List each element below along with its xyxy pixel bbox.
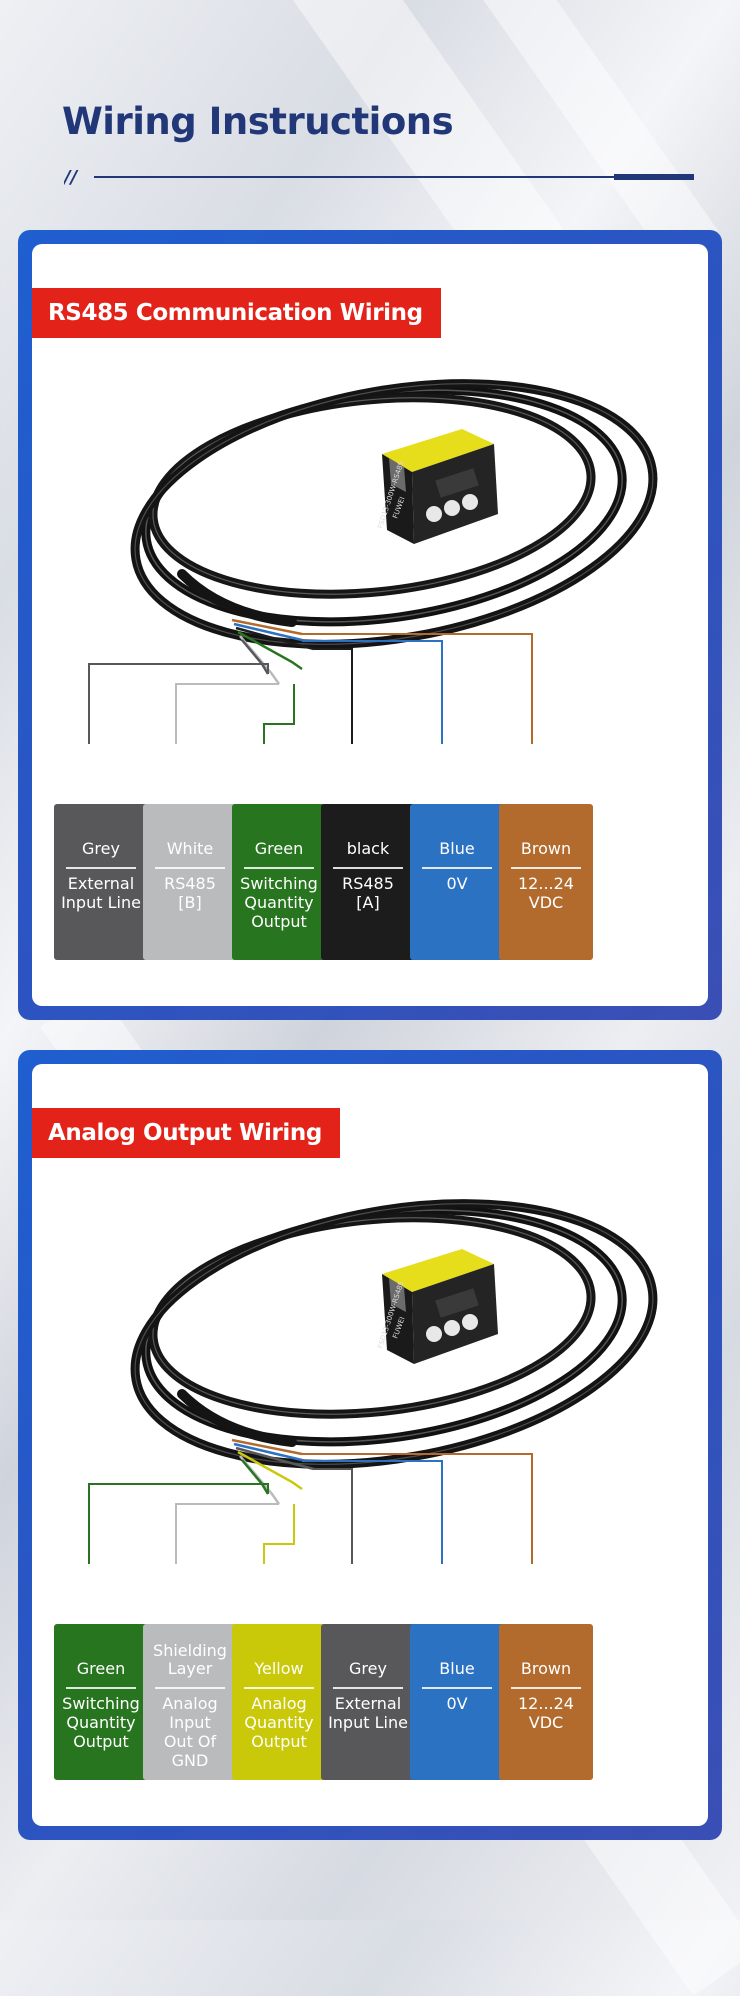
sensor-device: FUWEI FSD13-300W-RS485 [376,1249,498,1364]
section-title: Analog Output Wiring [32,1108,340,1158]
wire-function: Switching Quantity Output [62,1694,140,1751]
wire-box-green: Green Switching Quantity Output [54,1624,148,1780]
wire-color-name: White [166,839,214,858]
wire-box-blue: Blue 0V [410,804,504,960]
rs485-wiring-panel: RS485 Communication Wiring [18,230,722,1020]
wire-color-name: black [346,839,390,858]
wire-function: 12...24 VDC [518,874,574,912]
wire-color-name: Blue [439,1659,475,1678]
wire-color-name: Green [76,1659,126,1678]
wire-leads [231,618,315,685]
wire-lead-lines [88,1453,533,1564]
rs485-wiring-card: RS485 Communication Wiring [32,244,708,1006]
wire-color-name: Green [254,839,304,858]
wire-function: RS485 [B] [164,874,216,912]
wire-box-grey: Grey External Input Line [321,1624,415,1780]
wire-color-name: Grey [349,1659,387,1678]
wire-box-brown: Brown 12...24 VDC [499,804,593,960]
divider [66,867,136,869]
wire-leads [231,1438,315,1505]
wire-color-name: Blue [439,839,475,858]
wire-function: 0V [446,874,468,893]
wire-function: Analog Input Out Of GND [162,1694,218,1770]
wire-color-name: Shielding Layer [153,1641,227,1678]
wire-color-name: Grey [82,839,120,858]
wire-box-shielding: Shielding Layer Analog Input Out Of GND [143,1624,237,1780]
wire-function: External Input Line [328,1694,408,1732]
cable-coil [130,379,658,649]
wire-box-green: Green Switching Quantity Output [232,804,326,960]
wire-function: Switching Quantity Output [240,874,318,931]
wire-box-black: black RS485 [A] [321,804,415,960]
divider [244,1687,314,1689]
wire-box-brown: Brown 12...24 VDC [499,1624,593,1780]
analog-wiring-panel: Analog Output Wiring FUWEI [18,1050,722,1840]
page-title: Wiring Instructions [62,100,454,143]
divider [422,867,492,869]
wire-lead-lines [88,633,533,744]
wire-box-grey: Grey External Input Line [54,804,148,960]
sensor-device: FUWEI FSD13-300W-RS485 [376,429,498,544]
title-slash-mark: // [64,167,79,188]
analog-wiring-card: Analog Output Wiring FUWEI [32,1064,708,1826]
divider [244,867,314,869]
cable-coil [130,1199,658,1469]
wire-color-name: Brown [520,839,572,858]
wire-box-white: White RS485 [B] [143,804,237,960]
section-title: RS485 Communication Wiring [32,288,441,338]
divider [511,1687,581,1689]
wire-function: Analog Quantity Output [244,1694,314,1751]
sensor-wiring-diagram: FUWEI FSD13-300W-RS485 [88,379,658,744]
wire-function: RS485 [A] [342,874,394,912]
divider [511,867,581,869]
sensor-wiring-diagram: FUWEI FSD13-300W-RS485 [88,1199,658,1564]
title-underline: // [64,167,694,188]
wire-function: 0V [446,1694,468,1713]
wire-color-name: Yellow [254,1659,304,1678]
wire-box-blue: Blue 0V [410,1624,504,1780]
wire-box-yellow: Yellow Analog Quantity Output [232,1624,326,1780]
divider [333,867,403,869]
wire-color-name: Brown [520,1659,572,1678]
wire-function: External Input Line [61,874,141,912]
divider [333,1687,403,1689]
divider [155,867,225,869]
divider [422,1687,492,1689]
wire-function: 12...24 VDC [518,1694,574,1732]
divider [155,1687,225,1689]
divider [66,1687,136,1689]
